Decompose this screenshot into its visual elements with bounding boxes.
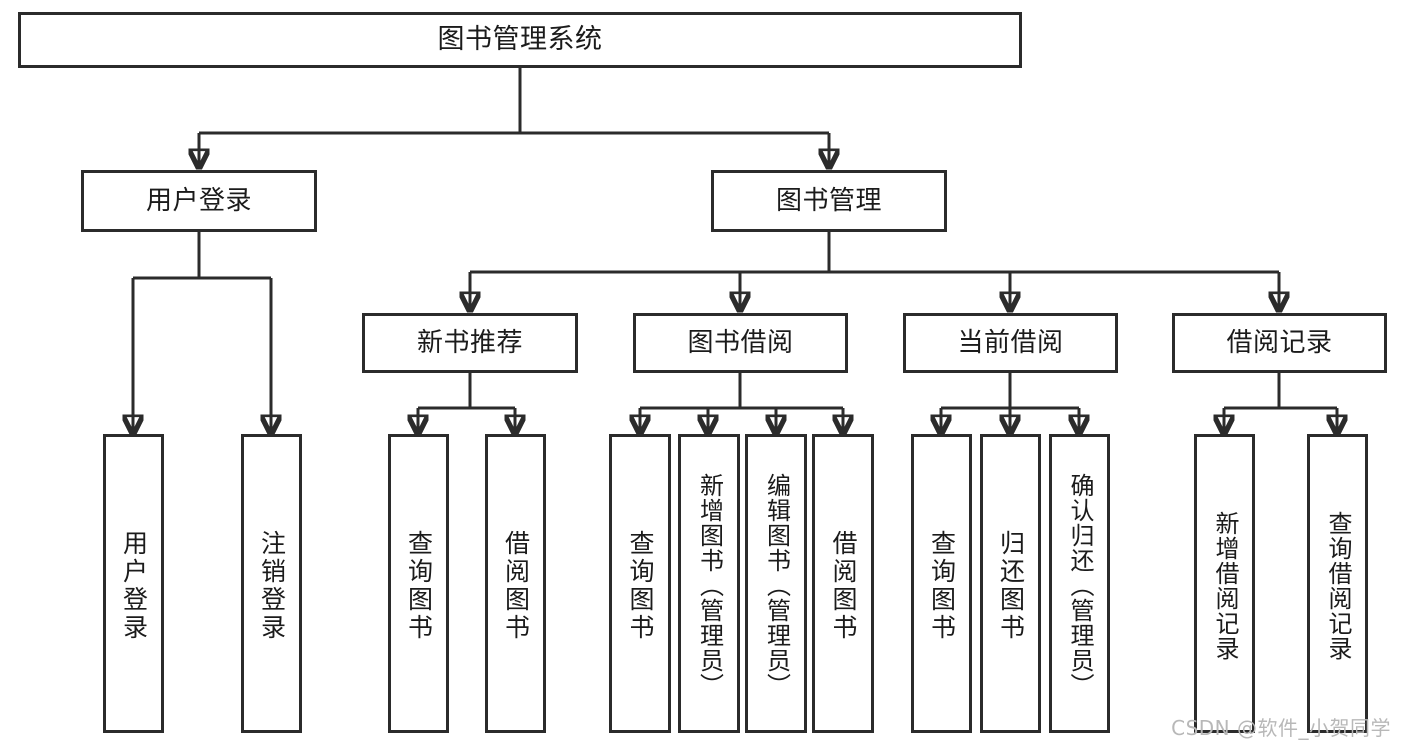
node-leaf-query-borrow-record[interactable]: 查询借阅记录 xyxy=(1307,434,1368,733)
node-new-book-recommend[interactable]: 新书推荐 xyxy=(362,313,578,373)
node-label: 注销登录 xyxy=(257,529,287,642)
node-borrow-record[interactable]: 借阅记录 xyxy=(1172,313,1387,373)
node-leaf-borrow-book[interactable]: 借阅图书 xyxy=(812,434,874,733)
node-leaf-query-book-current[interactable]: 查询图书 xyxy=(911,434,972,733)
node-leaf-add-book-admin[interactable]: 新增图书（管理员） xyxy=(678,434,740,733)
node-label: 图书借阅 xyxy=(687,327,794,358)
node-leaf-confirm-return-admin[interactable]: 确认归还（管理员） xyxy=(1049,434,1110,733)
node-current-borrow[interactable]: 当前借阅 xyxy=(903,313,1118,373)
csdn-watermark: CSDN @软件_小贺同学 xyxy=(1171,716,1391,740)
node-root-library-management-system[interactable]: 图书管理系统 xyxy=(18,12,1022,68)
node-label: 查询图书 xyxy=(927,529,957,642)
node-label: 确认归还（管理员） xyxy=(1065,473,1094,698)
node-leaf-return-book[interactable]: 归还图书 xyxy=(980,434,1041,733)
node-label: 归还图书 xyxy=(996,529,1026,642)
node-leaf-logout[interactable]: 注销登录 xyxy=(241,434,302,733)
node-label: 用户登录 xyxy=(119,529,149,642)
node-user-login[interactable]: 用户登录 xyxy=(81,170,317,232)
node-label: 借阅图书 xyxy=(501,529,531,642)
node-leaf-edit-book-admin[interactable]: 编辑图书（管理员） xyxy=(745,434,807,733)
node-leaf-query-book-borrow[interactable]: 查询图书 xyxy=(609,434,671,733)
node-label: 借阅记录 xyxy=(1226,327,1333,358)
node-book-borrow[interactable]: 图书借阅 xyxy=(633,313,848,373)
node-label: 图书管理系统 xyxy=(437,24,603,56)
node-label: 编辑图书（管理员） xyxy=(762,473,791,698)
node-label: 新增借阅记录 xyxy=(1210,510,1239,661)
node-label: 查询图书 xyxy=(404,529,434,642)
node-leaf-add-borrow-record[interactable]: 新增借阅记录 xyxy=(1194,434,1255,733)
node-leaf-user-login[interactable]: 用户登录 xyxy=(103,434,164,733)
node-label: 用户登录 xyxy=(145,185,252,216)
node-label: 图书管理 xyxy=(775,185,882,216)
node-label: 新增图书（管理员） xyxy=(695,473,724,698)
node-label: 新书推荐 xyxy=(416,327,523,358)
node-label: 查询借阅记录 xyxy=(1323,510,1352,661)
node-label: 查询图书 xyxy=(626,529,655,642)
node-book-management[interactable]: 图书管理 xyxy=(711,170,947,232)
node-label: 借阅图书 xyxy=(829,529,858,642)
node-leaf-borrow-book-newbook[interactable]: 借阅图书 xyxy=(485,434,546,733)
node-label: 当前借阅 xyxy=(957,327,1064,358)
node-leaf-query-book-newbook[interactable]: 查询图书 xyxy=(388,434,449,733)
